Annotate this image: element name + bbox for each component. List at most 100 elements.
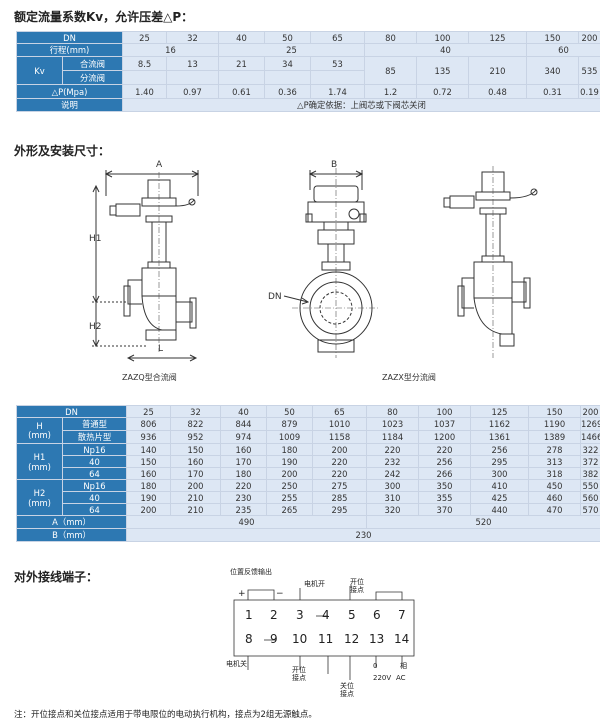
dp-cell: 0.48 <box>468 84 527 99</box>
dp-cell: 0.36 <box>264 84 311 99</box>
dn-label: DN <box>16 405 127 418</box>
dp-cell: 0.19 <box>578 84 600 99</box>
dn-cell: 150 <box>526 31 579 44</box>
dn-cell: 80 <box>364 31 417 44</box>
cell: 180 <box>126 479 171 492</box>
h1-label: H1 (mm) <box>16 443 63 480</box>
cell: 242 <box>366 467 419 480</box>
dn-cell: 100 <box>418 405 471 418</box>
dim-b-label: B <box>331 160 338 170</box>
dim-l-label: L <box>158 344 164 354</box>
dp-cell: 1.40 <box>122 84 167 99</box>
cell: 1009 <box>266 430 313 444</box>
dn-cell: 65 <box>312 405 367 418</box>
kv-cell: 21 <box>218 56 265 71</box>
cell: 372 <box>580 455 600 468</box>
row-label: 40 <box>62 455 127 468</box>
stroke-cell: 25 <box>218 43 365 57</box>
kv-row-dp: △P(Mpa) 1.40 0.97 0.61 0.36 1.74 1.2 0.7… <box>16 84 600 99</box>
cell: 278 <box>528 443 581 456</box>
caption-split-valve: ZAZX型分流阀 <box>382 373 436 382</box>
terminal-11: 11 <box>318 632 334 646</box>
dim-row-h1-40: 40 150 160 170 190 220 232 256 295 313 3… <box>17 455 600 468</box>
dp-label: △P(Mpa) <box>16 84 123 99</box>
cell: 440 <box>470 503 529 516</box>
dn-cell: 200 <box>580 405 600 418</box>
b-label: B（mm） <box>16 528 127 542</box>
dn-cell: 150 <box>528 405 581 418</box>
kv-section-title: 额定流量系数Kv，允许压差△P： <box>14 10 194 24</box>
cell: 1190 <box>528 417 581 431</box>
dim-row-h1-64: 64 160 170 180 200 220 242 266 300 318 3… <box>17 467 600 480</box>
cell: 220 <box>366 443 419 456</box>
cell: 460 <box>528 491 581 504</box>
dim-row-b: B（mm） 230 <box>16 528 600 542</box>
cell: 470 <box>528 503 581 516</box>
kv-merge-label: 合流阀 <box>62 56 123 71</box>
open-contact-bottom-label: 开位 接点 <box>292 666 306 682</box>
dp-cell: 0.72 <box>416 84 469 99</box>
dim-row-h2-np16: H2 (mm) Np16 180 200 220 250 275 300 350… <box>16 479 600 516</box>
terminal-5: 5 <box>348 608 356 622</box>
voltage-label: 220V <box>373 674 392 682</box>
phase-label: 相 <box>400 662 407 670</box>
cell: 150 <box>126 455 171 468</box>
cell: 1162 <box>470 417 529 431</box>
kv-cell: 13 <box>166 56 219 71</box>
terminal-8: 8 <box>245 632 253 646</box>
cell: 1037 <box>418 417 471 431</box>
cell: 355 <box>418 491 471 504</box>
cell: 200 <box>170 479 221 492</box>
cell: 1184 <box>366 430 419 444</box>
dim-row-h1-np16: H1 (mm) Np16 140 150 160 180 200 220 220… <box>16 443 600 480</box>
kv-cell: 8.5 <box>122 56 167 71</box>
dn-cell: 32 <box>170 405 221 418</box>
note-value: △P确定依据：上阀芯或下阀芯关闭 <box>122 98 600 112</box>
dn-cell: 50 <box>266 405 313 418</box>
cell: 490 <box>126 515 367 529</box>
row-label: 64 <box>62 467 127 480</box>
cell: 1010 <box>312 417 367 431</box>
cell: 318 <box>528 467 581 480</box>
dim-row-h-fin: 散热片型 936 952 974 1009 1158 1184 1200 136… <box>17 430 600 444</box>
stroke-cell: 40 <box>364 43 527 57</box>
dn-label: DN <box>16 31 123 44</box>
cell: 1023 <box>366 417 419 431</box>
cell: 1361 <box>470 430 529 444</box>
cell: 210 <box>170 503 221 516</box>
terminal-6: 6 <box>373 608 381 622</box>
dn-cell: 80 <box>366 405 419 418</box>
cell: 450 <box>528 479 581 492</box>
kv-table: DN 25 32 40 50 65 80 100 125 150 200 行程(… <box>16 31 600 112</box>
cell: 295 <box>312 503 367 516</box>
cell: 806 <box>126 417 171 431</box>
cell: 210 <box>170 491 221 504</box>
cell: 266 <box>418 467 471 480</box>
feedback-output-label: 位置反馈输出 <box>230 568 272 576</box>
cell: 300 <box>366 479 419 492</box>
kv-row-merge: Kv 合流阀 8.5 13 21 34 53 85 135 210 340 53… <box>16 56 600 85</box>
cell: 160 <box>170 455 221 468</box>
cell: 1389 <box>528 430 581 444</box>
cell: 256 <box>418 455 471 468</box>
cell: 140 <box>126 443 171 456</box>
dp-cell: 0.97 <box>166 84 219 99</box>
cell: 170 <box>170 467 221 480</box>
cell: 230 <box>126 528 600 542</box>
dn-cell: 25 <box>126 405 171 418</box>
cell: 300 <box>470 467 529 480</box>
kv-cell: 340 <box>526 56 579 85</box>
cell: 170 <box>220 455 267 468</box>
cell: 350 <box>418 479 471 492</box>
cell: 425 <box>470 491 529 504</box>
plus-label: + <box>238 589 246 599</box>
cell: 952 <box>170 430 221 444</box>
kv-cell: 535 <box>578 56 600 85</box>
terminal-3: 3 <box>296 608 304 622</box>
dim-h1-label: H1 <box>89 234 102 244</box>
kv-cell: 210 <box>468 56 527 85</box>
cell: 235 <box>220 503 267 516</box>
stroke-label: 行程(mm) <box>16 43 123 57</box>
cell: 370 <box>418 503 471 516</box>
footnote: 注：开位接点和关位接点适用于带电限位的电动执行机构，接点为2组无源触点。 <box>14 710 317 720</box>
